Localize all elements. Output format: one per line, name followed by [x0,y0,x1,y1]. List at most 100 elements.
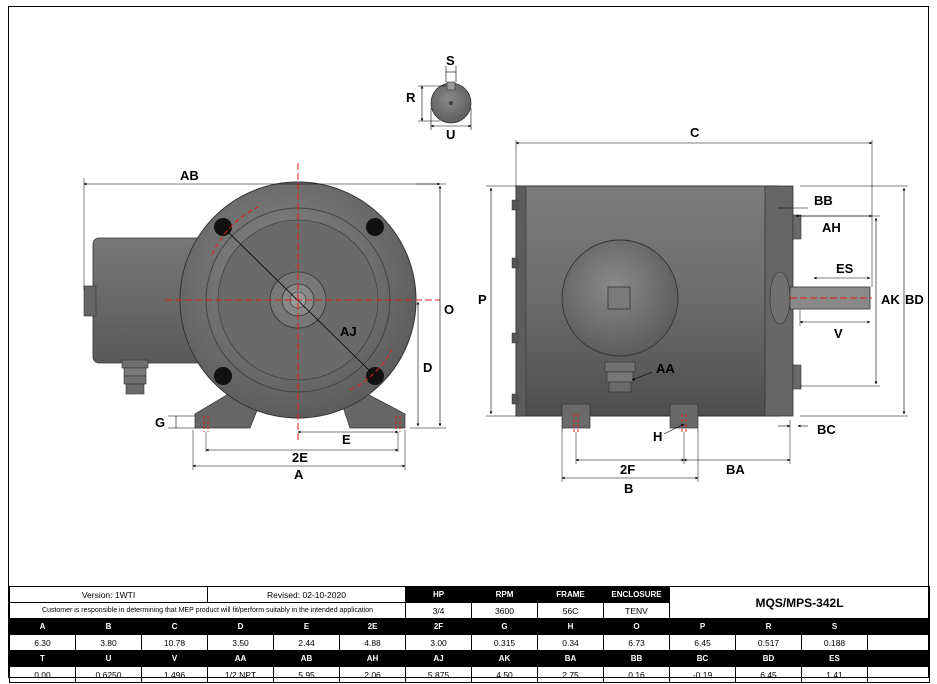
dimension-value-cell: 0.517 [735,634,803,651]
dim-label-c: C [690,125,700,140]
dim-label-o: O [444,302,454,317]
dimension-header-cell: AH [339,650,407,667]
dimension-value-cell: 3.00 [405,634,473,651]
rating-header: FRAME [537,586,605,603]
dimension-header-cell: AJ [405,650,473,667]
dim-label-p: P [478,292,487,307]
dimension-header-cell: BD [735,650,803,667]
dimension-value-cell: 10.78 [140,634,209,651]
dimension-header-cell [867,618,931,635]
dimension-header-cell: AB [273,650,341,667]
dim-label-ah: AH [822,220,841,235]
dim-label-ab: AB [180,168,199,183]
rating-value: 3600 [471,602,539,619]
version-cell: Version: 1WTI [8,586,209,603]
dim-label-u: U [446,127,455,142]
dimension-header-cell: B [75,618,142,635]
rating-header: ENCLOSURE [603,586,671,603]
dim-label-r: R [406,90,416,105]
dimension-header-cell: BB [603,650,671,667]
dim-label-v: V [834,326,843,341]
revised-cell: Revised: 02-10-2020 [207,586,407,603]
motor-dimension-drawing: S R U [83,53,924,496]
dimension-value-cell: 0.00 [9,666,76,683]
dim-label-es: ES [836,261,854,276]
dimension-header-cell: A [9,618,76,635]
dimension-value-cell: 0.34 [537,634,605,651]
dim-label-aj: AJ [340,324,357,339]
dimension-header-cell: O [603,618,671,635]
motor-front-view: AB O D G E 2E A AJ [83,163,454,482]
rating-value: 3/4 [405,602,473,619]
dim-label-e: E [342,432,351,447]
dim-label-ba: BA [726,462,745,477]
dimension-value-cell: 3.80 [75,634,142,651]
dim-label-bb: BB [814,193,833,208]
dimension-header-cell: T [9,650,76,667]
dimension-value-cell [867,634,931,651]
dim-label-aa: AA [656,361,675,376]
rating-value: TENV [603,602,671,619]
dimension-header-cell: 2F [405,618,473,635]
dimension-header-cell: AA [207,650,275,667]
model-number: MQS/MPS-342L [669,586,931,619]
dim-label-h: H [653,429,662,444]
cable-gland [121,359,149,395]
rating-header: HP [405,586,473,603]
rating-header: RPM [471,586,539,603]
dimension-value-cell: 6.45 [669,634,737,651]
spec-table: Version: 1WTI Revised: 02-10-2020 HP RPM… [8,586,931,683]
dimension-value-cell: 1.496 [140,666,209,683]
disclaimer-row: Customer is responsible in determining t… [8,602,930,619]
dimension-value-cell: 3.50 [207,634,275,651]
dim-label-bd: BD [905,292,924,307]
dim-label-2e: 2E [292,450,308,465]
dimension-header-cell: P [669,618,737,635]
dimension-header-cell: D [207,618,275,635]
dim-label-2f: 2F [620,462,635,477]
dimension-header-cell: U [75,650,142,667]
dimension-header-cell: S [801,618,869,635]
dim-label-g: G [155,415,165,430]
dim-label-s: S [446,53,455,68]
motor-side-view: C P BB AH ES V AK BD AA H [478,125,924,496]
dim-label-a: A [294,467,304,482]
dimension-value-cell: 4.50 [471,666,539,683]
dimension-header-cell: V [140,650,209,667]
dimension-value-cell: 2.44 [273,634,341,651]
dimension-header-cell: ES [801,650,869,667]
dimension-header-cell: C [140,618,209,635]
dim-label-ak: AK [881,292,900,307]
dimension-value-cell: 0.315 [471,634,539,651]
title-row: Version: 1WTI Revised: 02-10-2020 HP RPM… [8,586,931,619]
dimension-value-cell [867,666,931,683]
dimension-header-cell: R [735,618,803,635]
dimension-value-cell: 4.88 [339,634,407,651]
dimension-header-cell: BC [669,650,737,667]
rating-value: 56C [537,602,605,619]
shaft-end-view: S R U [406,53,472,142]
dimension-value-cell: 5.875 [405,666,473,683]
dimension-value-cell: 6.45 [735,666,803,683]
dimension-value-cell: 6.73 [603,634,671,651]
dimension-value-cell: 1/2 NPT [207,666,275,683]
dim-label-d: D [423,360,432,375]
dimension-header-cell [867,650,931,667]
dimension-value-cell: 0.16 [603,666,671,683]
dim-label-bc: BC [817,422,836,437]
dimension-header-cell: AK [471,650,539,667]
dimension-value-cell: 1.41 [801,666,869,683]
dimension-value-cell: 0.188 [801,634,869,651]
dimension-value-cell: -0.19 [669,666,737,683]
dim-label-b: B [624,481,633,496]
dimension-value-cell: 2.06 [339,666,407,683]
dimension-value-cell: 2.75 [537,666,605,683]
dimension-header-cell: G [471,618,539,635]
dimension-value-cell: 6.30 [9,634,76,651]
dimension-value-cell: 0.6250 [75,666,142,683]
dimension-header-cell: H [537,618,605,635]
